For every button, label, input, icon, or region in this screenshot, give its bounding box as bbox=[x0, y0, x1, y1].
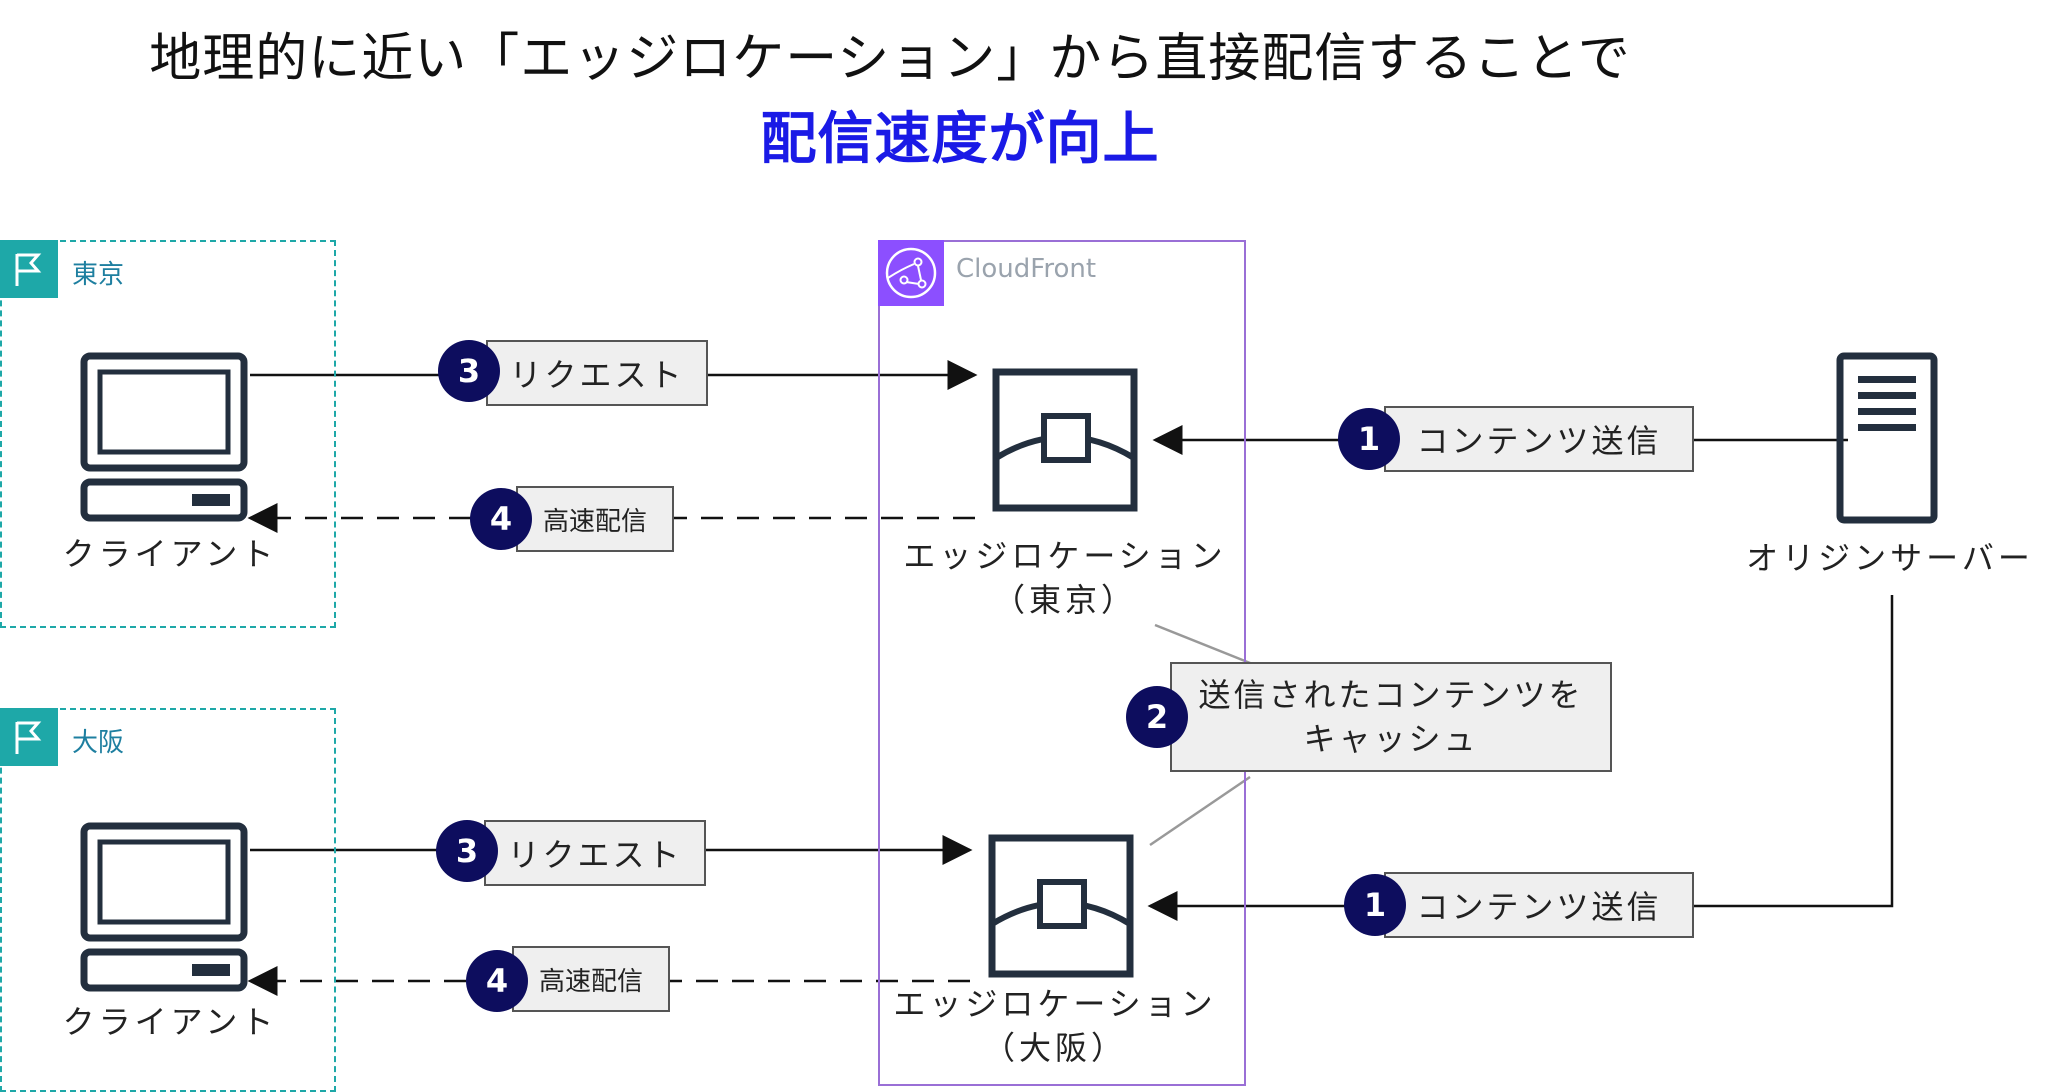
origin-to-osaka-connector bbox=[1700, 595, 1894, 908]
step-label: 高速配信 bbox=[538, 966, 643, 997]
step-badge-3: 3 bbox=[436, 820, 498, 882]
diagram-title: 地理的に近い「エッジロケーション」から直接配信することで bbox=[149, 29, 1631, 89]
origin-server-icon bbox=[1836, 352, 1938, 524]
step-badge-3: 3 bbox=[438, 340, 500, 402]
step-label-line1: 送信されたコンテンツを bbox=[1198, 676, 1584, 714]
step-badge-2: 2 bbox=[1126, 686, 1188, 748]
edge-location-icon bbox=[988, 834, 1134, 978]
edge-label-tokyo: エッジロケーション （東京） bbox=[880, 534, 1250, 622]
client-label-tokyo: クライアント bbox=[62, 535, 278, 573]
region-flag-icon bbox=[0, 708, 58, 766]
step-badge-4: 4 bbox=[466, 950, 528, 1012]
client-computer-icon bbox=[80, 822, 248, 992]
step-badge-4: 4 bbox=[470, 488, 532, 550]
step-badge-1: 1 bbox=[1338, 408, 1400, 470]
cloudfront-label: CloudFront bbox=[956, 254, 1097, 284]
region-tokyo: 東京 bbox=[0, 240, 336, 628]
step-tag-send-tokyo: コンテンツ送信 bbox=[1384, 406, 1694, 472]
step-label-line2: キャッシュ bbox=[1303, 720, 1479, 758]
edge-location-icon bbox=[992, 368, 1138, 512]
step-tag-deliver-tokyo: 高速配信 bbox=[516, 486, 674, 552]
edge-label-osaka-line1: エッジロケーション bbox=[893, 985, 1217, 1023]
step-tag-request-osaka: リクエスト bbox=[484, 820, 706, 886]
client-label-osaka: クライアント bbox=[62, 1003, 278, 1041]
step-label: コンテンツ送信 bbox=[1416, 888, 1662, 926]
client-computer-icon bbox=[80, 352, 248, 522]
region-flag-icon bbox=[0, 240, 58, 298]
cache-callout-line-tokyo bbox=[1154, 623, 1256, 667]
step-label: コンテンツ送信 bbox=[1416, 422, 1662, 460]
edge-label-tokyo-line1: エッジロケーション bbox=[903, 537, 1227, 575]
step-tag-deliver-osaka: 高速配信 bbox=[512, 946, 670, 1012]
step-badge-1: 1 bbox=[1344, 874, 1406, 936]
edge-label-osaka: エッジロケーション （大阪） bbox=[870, 982, 1240, 1070]
step-label: リクエスト bbox=[509, 356, 685, 394]
step-label: 高速配信 bbox=[542, 506, 647, 537]
cache-callout-line-osaka bbox=[1149, 775, 1251, 847]
origin-label: オリジンサーバー bbox=[1746, 539, 2034, 577]
cloudfront-icon bbox=[878, 240, 944, 306]
region-label-osaka: 大阪 bbox=[72, 728, 125, 758]
diagram-subtitle: 配信速度が向上 bbox=[760, 107, 1160, 172]
edge-label-tokyo-line2: （東京） bbox=[992, 581, 1137, 619]
edge-label-osaka-line2: （大阪） bbox=[982, 1029, 1127, 1067]
step-label: リクエスト bbox=[507, 836, 683, 874]
step-tag-request-tokyo: リクエスト bbox=[486, 340, 708, 406]
step-tag-send-osaka: コンテンツ送信 bbox=[1384, 872, 1694, 938]
step-tag-cache: 送信されたコンテンツを キャッシュ bbox=[1170, 662, 1612, 772]
region-label-tokyo: 東京 bbox=[72, 260, 125, 290]
